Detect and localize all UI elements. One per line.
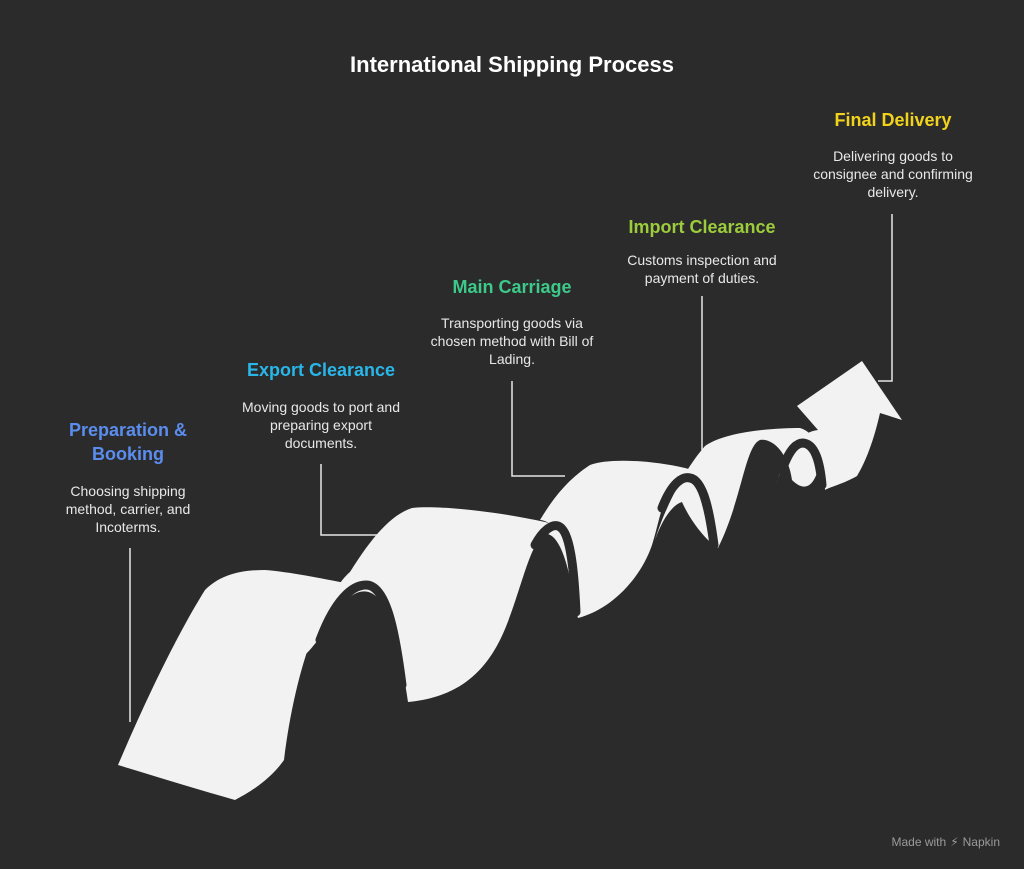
ribbon-segment-main-carriage (540, 460, 717, 618)
ribbon-segment-final-delivery (776, 361, 902, 490)
made-with-label: Made with (891, 835, 947, 849)
stage-title-final-delivery: Final Delivery (834, 110, 952, 130)
ribbon-segment-preparation-booking (118, 570, 350, 800)
connector-line-5 (878, 214, 893, 382)
stage-title-main-carriage: Main Carriage (452, 277, 572, 297)
napkin-logo-icon: ⚡ (950, 835, 959, 849)
stage-desc-preparation-booking: Choosing shipping method, carrier, and I… (65, 483, 191, 535)
ribbon-segment-export-clearance (296, 507, 578, 702)
page-title: International Shipping Process (350, 52, 674, 77)
stage-title-preparation-booking: Preparation & Booking (68, 420, 188, 464)
brand-label: Napkin (962, 835, 1000, 849)
stage-desc-main-carriage: Transporting goods via chosen method wit… (430, 315, 594, 367)
ribbon-fold-4 (777, 438, 827, 490)
connector-line-3 (511, 381, 565, 477)
ribbon-fold-1 (315, 580, 407, 690)
ribbon-fold-2 (530, 521, 581, 617)
stage-desc-export-clearance: Moving goods to port and preparing expor… (242, 399, 400, 451)
connector-line-2 (320, 464, 382, 536)
stage-desc-import-clearance: Customs inspection and payment of duties… (627, 252, 777, 286)
ribbon-segment-import-clearance (655, 428, 820, 548)
stage-title-export-clearance: Export Clearance (246, 360, 396, 380)
ribbon-fold-3 (657, 473, 719, 550)
stage-desc-final-delivery: Delivering goods to consignee and confir… (813, 148, 973, 200)
footer-attribution: Made with ⚡ Napkin (892, 835, 1001, 849)
stage-title-import-clearance: Import Clearance (628, 217, 776, 237)
